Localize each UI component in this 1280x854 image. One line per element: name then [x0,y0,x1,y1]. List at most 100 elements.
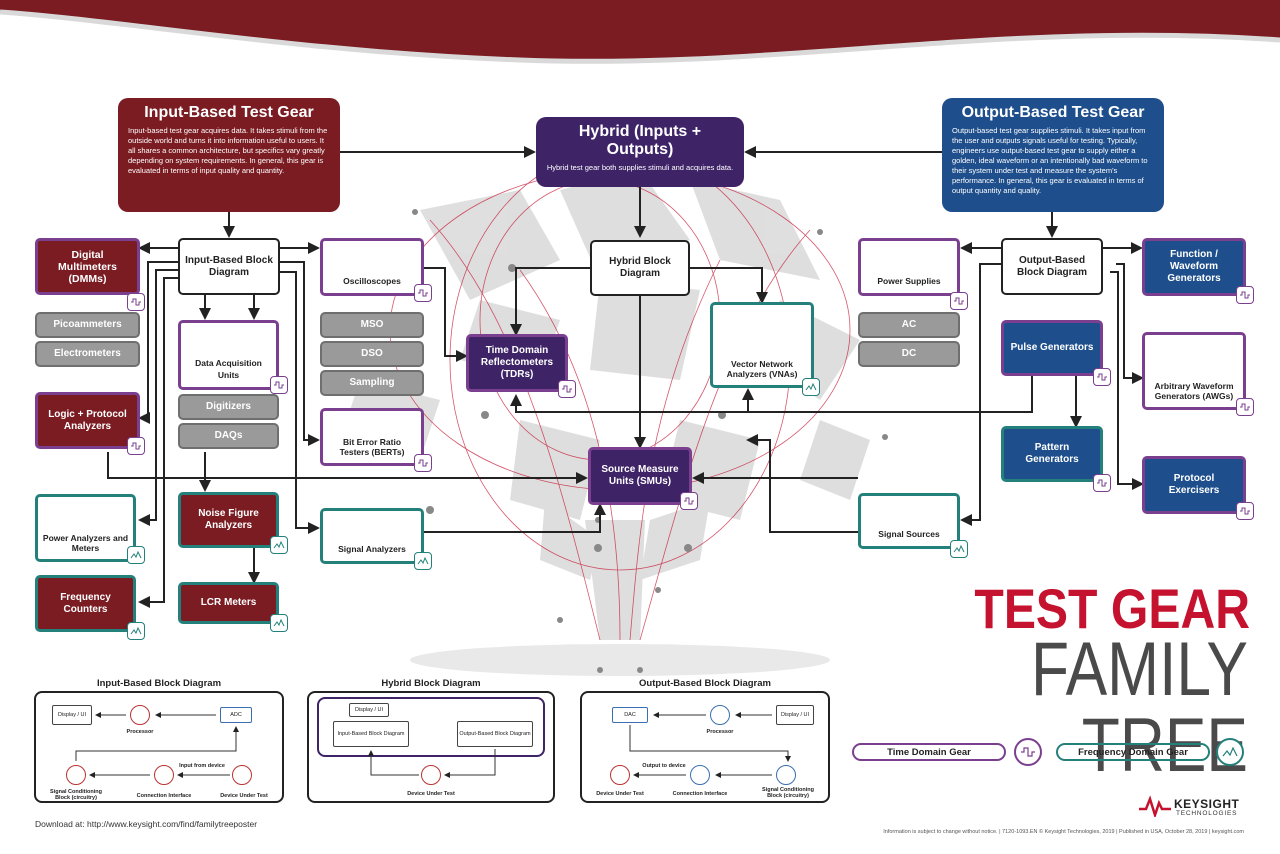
mini-output-to-label: Output to device [642,763,686,769]
fine-print: Information is subject to change without… [883,829,1244,835]
node-input-block-diagram[interactable]: Input-Based Block Diagram [178,238,280,295]
node-ac[interactable]: AC [858,312,960,338]
frequency-domain-icon [127,546,145,564]
time-domain-icon [558,380,576,398]
frequency-domain-icon [270,614,288,632]
input-based-header: Input-Based Test Gear Input-based test g… [118,98,340,212]
time-domain-icon [1093,474,1111,492]
mini-hybrid-title: Hybrid Block Diagram [381,678,481,689]
time-domain-icon [680,492,698,510]
input-header-title: Input-Based Test Gear [144,104,314,121]
output-based-header: Output-Based Test Gear Output-based test… [942,98,1164,212]
node-logic-analyzers[interactable]: Logic + Protocol Analyzers [35,392,140,449]
processor-icon [130,705,150,725]
node-signal-sources[interactable]: Signal Sources [858,493,960,549]
device-under-test-icon [421,765,441,785]
mini-hybrid-arrows [368,749,496,778]
node-smus[interactable]: Source Measure Units (SMUs) [588,447,692,505]
mini-input-arrows [75,712,239,778]
frequency-domain-icon [270,536,288,554]
hybrid-header: Hybrid (Inputs + Outputs) Hybrid test ge… [536,117,744,187]
device-under-test-icon [610,765,630,785]
mini-input-adc: ADC [220,707,252,723]
node-power-supplies[interactable]: Power Supplies [858,238,960,296]
frequency-domain-icon [127,622,145,640]
poster-title-line2: FAMILY TREE [1030,627,1248,788]
node-vnas[interactable]: Vector Network Analyzers (VNAs) [710,302,814,388]
mini-hybrid-obd: Output-Based Block Diagram [457,721,533,747]
mini-output-arrows [629,712,791,778]
mini-hybrid-dut-label: Device Under Test [407,791,455,797]
keysight-logo-line1: KEYSIGHT [1174,797,1240,811]
mini-input-conn-label: Connection Interface [136,793,192,799]
node-power-analyzers[interactable]: Power Analyzers and Meters [35,494,136,562]
time-domain-icon [270,376,288,394]
mini-input-dut-label: Device Under Test [220,793,268,799]
node-frequency-counters[interactable]: Frequency Counters [35,575,136,632]
node-awgs[interactable]: Arbitrary Waveform Generators (AWGs) [1142,332,1246,410]
mini-output-diagram: DAC Processor Display / UI Output to dev… [580,691,830,803]
node-oscilloscopes[interactable]: Oscilloscopes [320,238,424,296]
time-domain-icon [1236,398,1254,416]
hybrid-header-title: Hybrid (Inputs + Outputs) [578,123,702,158]
output-header-description: Output-based test gear supplies stimuli.… [952,126,1148,195]
node-digitizers[interactable]: Digitizers [178,394,279,420]
processor-icon [710,705,730,725]
mini-input-processor-label: Processor [126,729,154,735]
node-sampling[interactable]: Sampling [320,370,424,396]
connection-interface-icon [690,765,710,785]
node-dc[interactable]: DC [858,341,960,367]
download-link[interactable]: Download at: http://www.keysight.com/fin… [35,819,258,829]
node-signal-analyzers[interactable]: Signal Analyzers [320,508,424,564]
output-header-title: Output-Based Test Gear [961,104,1145,121]
frequency-domain-icon [414,552,432,570]
signal-conditioning-icon [776,765,796,785]
node-protocol-exercisers[interactable]: Protocol Exercisers [1142,456,1246,514]
mini-hybrid-display: Display / UI [349,703,389,717]
mini-input-signal-cond-label: Signal Conditioning Block (circuitry) [50,789,102,801]
node-berts[interactable]: Bit Error Ratio Testers (BERTs) [320,408,424,466]
keysight-logo-line2: TECHNOLOGIES [1176,810,1238,817]
time-domain-icon [127,293,145,311]
mini-output-title: Output-Based Block Diagram [639,678,771,689]
mini-input-from-label: Input from device [179,763,225,769]
time-domain-icon [1236,502,1254,520]
node-mso[interactable]: MSO [320,312,424,338]
node-output-block-diagram[interactable]: Output-Based Block Diagram [1001,238,1103,295]
mini-output-processor-label: Processor [706,729,734,735]
node-function-generators[interactable]: Function / Waveform Generators [1142,238,1246,296]
node-dso[interactable]: DSO [320,341,424,367]
signal-conditioning-icon [66,765,86,785]
node-electrometers[interactable]: Electrometers [35,341,140,367]
frequency-domain-icon [950,540,968,558]
mini-input-diagram: Display / UI Processor ADC Input from de… [34,691,284,803]
node-pulse-generators[interactable]: Pulse Generators [1001,320,1103,376]
mini-hybrid-ibd: Input-Based Block Diagram [333,721,409,747]
node-hybrid-block-diagram[interactable]: Hybrid Block Diagram [590,240,690,296]
time-domain-icon [414,284,432,302]
node-daqs[interactable]: DAQs [178,423,279,449]
top-banner [0,0,1280,64]
time-domain-legend-icon [1014,738,1042,766]
node-pattern-generators[interactable]: Pattern Generators [1001,426,1103,482]
mini-output-display: Display / UI [776,705,814,725]
mini-output-conn-label: Connection Interface [672,791,728,797]
node-tdrs[interactable]: Time Domain Reflectometers (TDRs) [466,334,568,392]
connection-interface-icon [154,765,174,785]
node-picoammeters[interactable]: Picoammeters [35,312,140,338]
node-noise-figure-analyzers[interactable]: Noise Figure Analyzers [178,492,279,548]
input-header-description: Input-based test gear acquires data. It … [128,126,328,175]
node-lcr-meters[interactable]: LCR Meters [178,582,279,624]
node-data-acquisition-units[interactable]: Data Acquisition Units [178,320,279,390]
time-domain-icon [414,454,432,472]
mini-output-signal-cond-label: Signal Conditioning Block (circuitry) [762,787,814,799]
mini-output-dac: DAC [612,707,648,723]
time-domain-icon [127,437,145,455]
frequency-domain-legend-icon [1216,738,1244,766]
node-dmm[interactable]: Digital Multimeters (DMMs) [35,238,140,295]
frequency-domain-icon [802,378,820,396]
mini-input-title: Input-Based Block Diagram [96,678,222,689]
mini-hybrid-diagram: Display / UI Input-Based Block Diagram O… [307,691,555,803]
mini-input-display: Display / UI [52,705,92,725]
